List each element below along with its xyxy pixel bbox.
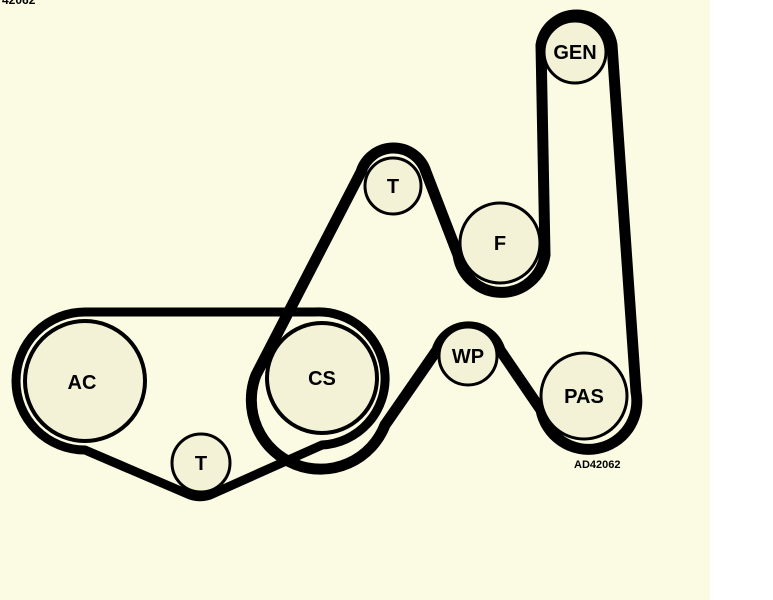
gen-pulley: GEN (542, 19, 608, 85)
f-label: F (494, 233, 506, 255)
cs-label: CS (308, 368, 336, 390)
ac-label: AC (68, 372, 97, 394)
tensioner-upper-pulley: T (363, 156, 423, 216)
gen-label: GEN (553, 42, 596, 64)
ac-pulley: AC (23, 319, 147, 443)
figure-code-top: 42062 (2, 0, 36, 7)
tensioner-upper-label: T (387, 176, 399, 198)
main-belt (245, 9, 643, 475)
belt-routing-diagram: GEN T F WP PAS CS AC T (11, 9, 643, 502)
diagram-canvas: 42062 GEN T F WP PAS CS (0, 0, 710, 600)
wp-label: WP (452, 346, 484, 368)
cs-pulley: CS (265, 321, 379, 435)
tensioner-lower-label: T (195, 453, 207, 475)
f-pulley: F (458, 201, 542, 285)
pas-pulley: PAS (539, 351, 629, 441)
pas-label: PAS (564, 386, 604, 408)
tensioner-lower-pulley: T (170, 432, 232, 494)
ac-belt (11, 307, 390, 502)
figure-code: AD42062 (574, 459, 620, 471)
wp-pulley: WP (437, 325, 499, 387)
